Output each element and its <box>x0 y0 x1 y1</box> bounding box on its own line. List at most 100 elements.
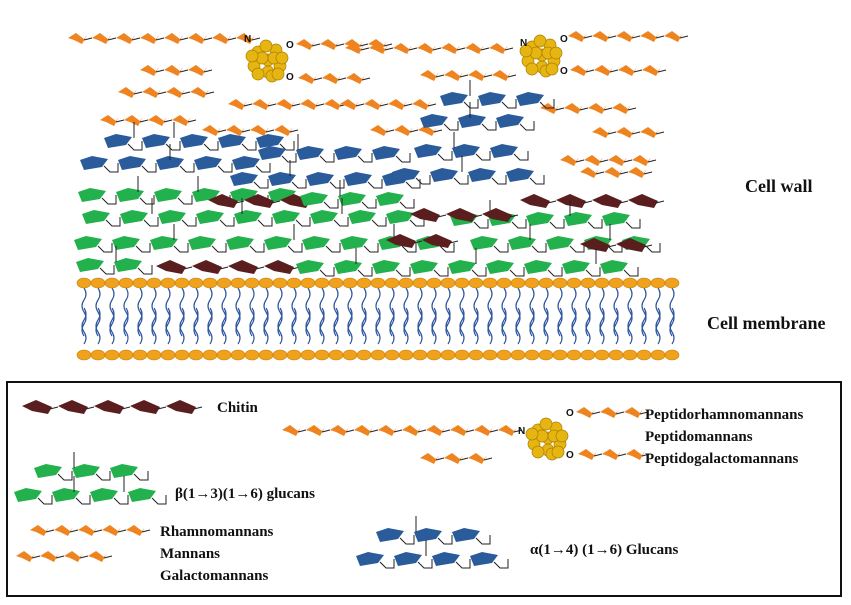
chitin-unit <box>422 234 452 248</box>
glucan-unit <box>264 236 292 250</box>
mannan-chain <box>202 125 299 136</box>
chitin-link <box>655 200 665 204</box>
glycosidic-link <box>217 129 227 133</box>
glucan-unit <box>414 144 442 158</box>
glycosidic-link <box>155 37 165 41</box>
mannan-unit <box>212 33 231 44</box>
mannan-unit <box>632 155 651 166</box>
glycosidic-link <box>583 35 593 39</box>
glucan-link <box>333 217 349 227</box>
glucan-unit <box>230 172 258 186</box>
amino-acid <box>545 62 559 76</box>
glycosidic-link <box>93 529 103 533</box>
chitin-link <box>619 200 629 204</box>
mannan-chain <box>118 87 215 98</box>
glucan-link <box>139 195 155 205</box>
glucan-unit <box>562 260 590 274</box>
lipid-tail <box>571 307 577 345</box>
glycosidic-link <box>241 129 251 133</box>
glucan-unit <box>156 156 184 170</box>
lipid-head <box>636 349 652 361</box>
alpha-glucan-chain <box>440 80 555 109</box>
glycosidic-link <box>459 457 469 461</box>
mannan-unit <box>164 33 183 44</box>
glycosidic-link <box>403 103 413 107</box>
chitin-chain <box>520 194 665 208</box>
glucan-link <box>241 141 257 151</box>
glucan-link <box>203 141 219 151</box>
mannan-unit <box>412 99 431 110</box>
glycosidic-link <box>203 69 213 73</box>
alpha-glucan-chain <box>392 156 545 185</box>
chitin-link <box>607 244 617 248</box>
lipid-tail <box>123 307 129 345</box>
lipid-head <box>216 349 232 361</box>
glycosidic-link <box>361 77 371 81</box>
lipid-head <box>146 277 162 289</box>
glycosidic-link <box>591 411 601 415</box>
mannan-unit <box>298 73 317 84</box>
glucan-unit <box>470 552 498 566</box>
mannan-unit <box>320 39 339 50</box>
glycosidic-link <box>417 429 427 433</box>
glucan-unit <box>310 210 338 224</box>
mannan-unit <box>616 127 635 138</box>
lipid-head <box>90 277 106 289</box>
glucan-link <box>453 175 469 185</box>
glucan-unit <box>334 260 362 274</box>
glucan-link <box>141 163 157 173</box>
lipid-tail <box>319 307 325 345</box>
glycosidic-link <box>459 74 469 78</box>
glucan-unit <box>430 168 458 182</box>
glucan-unit <box>256 134 284 148</box>
mannan-unit <box>394 125 413 136</box>
lipid-head <box>230 349 246 361</box>
glycosidic-link <box>585 69 595 73</box>
lipid-head <box>76 277 92 289</box>
glycosidic-link <box>131 37 141 41</box>
glucan-link <box>463 99 479 109</box>
mannan-chain <box>568 31 689 42</box>
glycosidic-link <box>555 107 565 111</box>
glycosidic-link <box>155 69 165 73</box>
lipid-head <box>608 277 624 289</box>
lipid-tail <box>557 307 563 345</box>
glucan-link <box>443 121 459 131</box>
legend-peptide-core-icon <box>525 417 569 461</box>
glycosidic-link <box>631 35 641 39</box>
glucan-link <box>37 495 53 505</box>
glucan-link <box>587 219 603 229</box>
mannan-unit <box>78 525 97 536</box>
chitin-link <box>547 200 557 204</box>
mannan-unit <box>142 87 161 98</box>
glycosidic-link <box>393 429 403 433</box>
legend-peptido-label-2: Peptidomannans <box>645 429 753 445</box>
glycosidic-link <box>409 129 419 133</box>
o-linkage-label: O <box>286 40 294 51</box>
mannan-unit <box>474 425 493 436</box>
glucan-link <box>529 175 545 185</box>
legend-mannans-label-1: Rhamnomannans <box>160 524 274 540</box>
lipid-head <box>356 277 372 289</box>
lipid-head <box>580 349 596 361</box>
amino-acid <box>533 34 547 48</box>
glycosidic-link <box>633 69 643 73</box>
mannan-unit <box>417 43 436 54</box>
mannan-unit <box>345 43 364 54</box>
mannan-unit <box>126 525 145 536</box>
mannan-unit <box>393 43 412 54</box>
lipid-head <box>258 349 274 361</box>
lipid-head <box>286 277 302 289</box>
glucan-link <box>323 199 339 209</box>
glucan-unit <box>300 192 328 206</box>
mannan-unit <box>594 65 613 76</box>
mannan-unit <box>296 39 315 50</box>
mannan-unit <box>420 453 439 464</box>
glycosidic-link <box>433 129 443 133</box>
chitin-unit <box>208 194 238 208</box>
chitin-link <box>121 406 131 410</box>
glucan-unit <box>526 212 554 226</box>
lipid-head <box>160 277 176 289</box>
lipid-head <box>398 349 414 361</box>
chitin-unit <box>556 194 586 208</box>
